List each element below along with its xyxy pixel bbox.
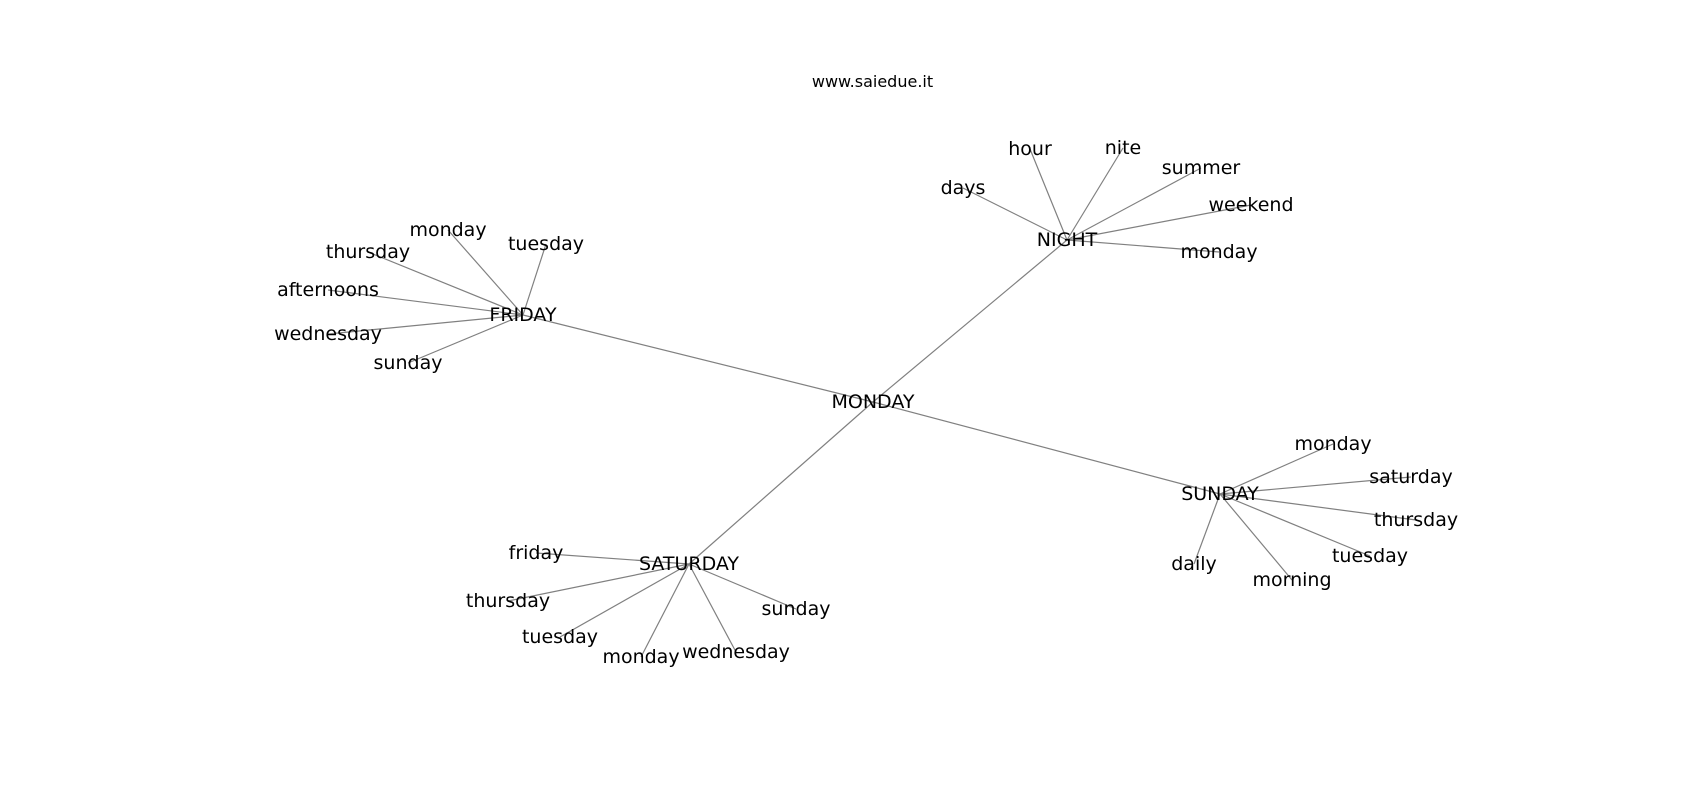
edge-sunday-tuesday [1219, 493, 1371, 557]
leaf-node-saturday-tuesday: tuesday [522, 626, 598, 648]
center-node-monday: MONDAY [832, 391, 915, 413]
leaf-node-saturday-thursday: thursday [466, 590, 550, 612]
edge-friday-tuesday [522, 243, 547, 316]
edge-night-nite [1066, 147, 1124, 241]
edge-sunday-saturday [1219, 476, 1412, 495]
leaf-node-night-hour: hour [1008, 138, 1052, 160]
leaf-node-friday-wednesday: wednesday [274, 323, 382, 345]
edge-night-monday [1066, 239, 1220, 253]
edge-center-friday [522, 314, 874, 403]
leaf-node-sunday-daily: daily [1171, 553, 1217, 575]
leaf-node-friday-thursday: thursday [326, 241, 410, 263]
leaf-node-friday-afternoons: afternoons [277, 279, 379, 301]
edge-night-days [962, 187, 1068, 241]
edge-friday-monday [447, 229, 524, 316]
hub-node-friday: FRIDAY [489, 304, 557, 326]
leaf-node-saturday-monday: monday [602, 646, 679, 668]
leaf-node-sunday-monday: monday [1294, 433, 1371, 455]
hub-node-saturday: SATURDAY [639, 553, 739, 575]
leaf-node-night-weekend: weekend [1208, 194, 1293, 216]
leaf-node-night-days: days [941, 177, 986, 199]
edge-night-hour [1029, 148, 1068, 241]
edge-saturday-thursday [507, 563, 690, 602]
leaf-node-sunday-thursday: thursday [1374, 509, 1458, 531]
edge-center-night [872, 239, 1068, 403]
edge-sunday-daily [1193, 493, 1221, 565]
leaf-node-friday-monday: monday [409, 219, 486, 241]
edge-sunday-morning [1219, 493, 1293, 581]
leaf-node-sunday-tuesday: tuesday [1332, 545, 1408, 567]
leaf-node-saturday-friday: friday [509, 542, 564, 564]
leaf-node-night-monday: monday [1180, 241, 1257, 263]
edge-sunday-thursday [1219, 493, 1417, 521]
edge-friday-thursday [367, 251, 524, 316]
leaf-node-saturday-sunday: sunday [762, 598, 831, 620]
hub-node-sunday: SUNDAY [1181, 483, 1259, 505]
leaf-node-friday-sunday: sunday [374, 352, 443, 374]
hub-node-night: NIGHT [1037, 229, 1098, 251]
leaf-node-night-nite: nite [1105, 137, 1141, 159]
edge-friday-wednesday [327, 314, 524, 335]
edge-sunday-monday [1219, 443, 1334, 495]
edge-friday-sunday [407, 314, 524, 364]
edge-night-weekend [1066, 204, 1252, 241]
edge-center-saturday [688, 401, 874, 565]
edge-saturday-wednesday [688, 563, 737, 653]
leaf-node-sunday-morning: morning [1252, 569, 1331, 591]
leaf-node-night-summer: summer [1162, 157, 1241, 179]
edges [327, 147, 1417, 658]
edge-saturday-sunday [688, 563, 797, 610]
edge-saturday-friday [535, 552, 690, 565]
leaf-node-saturday-wednesday: wednesday [682, 641, 790, 663]
leaf-node-friday-tuesday: tuesday [508, 233, 584, 255]
site-url: www.saiedue.it [811, 72, 934, 91]
edge-center-sunday [872, 401, 1221, 495]
edge-saturday-monday [640, 563, 690, 658]
edge-saturday-tuesday [559, 563, 690, 638]
edge-night-summer [1066, 167, 1202, 241]
leaf-node-sunday-saturday: saturday [1369, 466, 1452, 488]
labels: mondaytuesdaythursdayafternoonswednesday… [274, 137, 1458, 668]
edge-friday-afternoons [327, 289, 524, 316]
